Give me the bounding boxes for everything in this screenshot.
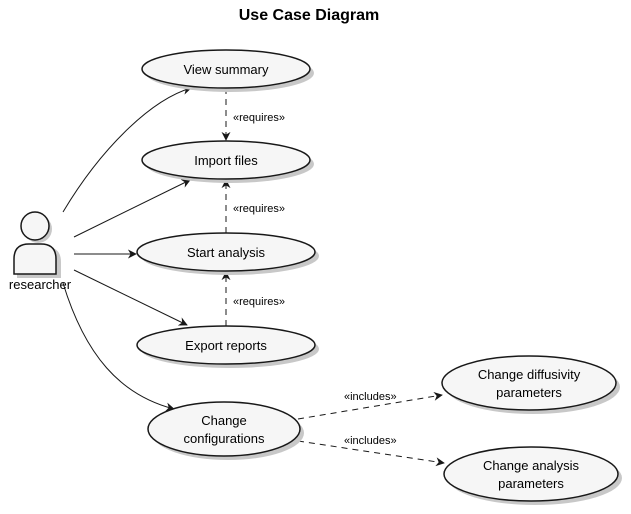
relation-label: «includes»	[344, 435, 397, 447]
use-case-label: parameters	[498, 476, 564, 491]
use-case-ellipse	[136, 325, 316, 365]
use-case-label: configurations	[184, 431, 265, 446]
relation-config-to-diffusivity: «includes»	[297, 391, 443, 420]
relation-line	[62, 282, 175, 412]
use-case-analysisparams[interactable]: Change analysis parameters	[443, 446, 622, 505]
use-case-config[interactable]: Change configurations	[147, 401, 304, 460]
relation-label: «requires»	[233, 112, 285, 124]
relation-label: «requires»	[233, 296, 285, 308]
actor-researcher[interactable]: researcher	[9, 211, 72, 292]
actor-label: researcher	[9, 277, 72, 292]
diagram-title: Use Case Diagram	[239, 7, 380, 24]
use-case-label: Export reports	[185, 338, 267, 353]
relation-line	[297, 440, 445, 467]
relation-label: «requires»	[233, 203, 285, 215]
use-case-export[interactable]: Export reports	[136, 325, 319, 368]
edges-layer: «requires» «requires» «requires» «includes»…	[62, 85, 445, 467]
relation-researcher-to-import	[73, 179, 191, 238]
use-case-diffusivity[interactable]: Change diffusivity parameters	[441, 355, 620, 414]
use-case-ellipse	[136, 232, 316, 272]
use-case-ellipse	[443, 446, 619, 502]
use-case-label: Start analysis	[187, 245, 266, 260]
use-case-view[interactable]: View summary	[141, 49, 314, 92]
person-icon	[13, 211, 61, 278]
relation-export-to-start: «requires»	[221, 271, 285, 326]
use-case-label: Import files	[194, 153, 258, 168]
relation-researcher-to-config	[62, 282, 175, 412]
use-case-ellipse	[141, 49, 311, 89]
use-case-start[interactable]: Start analysis	[136, 232, 319, 275]
use-case-ellipse	[147, 401, 301, 457]
relation-config-to-analysisparams: «includes»	[297, 435, 445, 467]
use-case-ellipse	[441, 355, 617, 411]
relation-line	[73, 179, 191, 238]
relation-view-to-import: «requires»	[221, 88, 285, 141]
relation-label: «includes»	[344, 391, 397, 403]
use-case-ellipse	[141, 140, 311, 180]
use-case-label: View summary	[183, 62, 269, 77]
relation-researcher-to-view	[62, 85, 192, 213]
use-case-import[interactable]: Import files	[141, 140, 314, 183]
relation-researcher-to-export	[73, 269, 188, 326]
use-case-label: Change analysis	[483, 458, 580, 473]
relation-line	[297, 391, 443, 420]
relation-line	[73, 269, 188, 326]
use-case-label: Change diffusivity	[478, 367, 581, 382]
relation-line	[62, 85, 192, 213]
relation-start-to-import: «requires»	[221, 179, 285, 233]
use-case-label: parameters	[496, 385, 562, 400]
use-case-label: Change	[201, 413, 247, 428]
